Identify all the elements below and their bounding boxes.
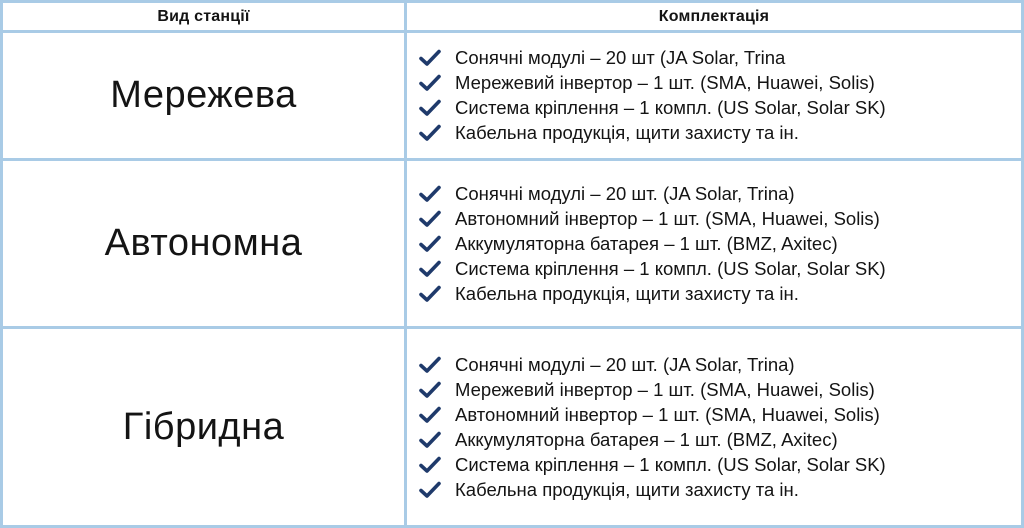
- check-icon: [419, 381, 441, 399]
- list-item: Аккумуляторна батарея – 1 шт. (BMZ, Axit…: [407, 427, 1021, 452]
- list-item: Автономний інвертор – 1 шт. (SMA, Huawei…: [407, 402, 1021, 427]
- check-icon: [419, 356, 441, 374]
- header-components: Комплектація: [658, 7, 770, 25]
- list-item-text: Сонячні модулі – 20 шт (JA Solar, Trina: [455, 47, 786, 68]
- list-item: Кабельна продукція, щити захисту та ін.: [407, 281, 1021, 306]
- list-item: Система кріплення – 1 компл. (US Solar, …: [407, 452, 1021, 477]
- list-item: Мережевий інвертор – 1 шт. (SMA, Huawei,…: [407, 71, 1021, 96]
- components-list-grid: Сонячні модулі – 20 шт (JA Solar, Trina …: [407, 33, 1021, 158]
- check-icon: [419, 185, 441, 203]
- list-item-text: Сонячні модулі – 20 шт. (JA Solar, Trina…: [455, 182, 795, 204]
- list-item-text: Сонячні модулі – 20 шт. (JA Solar, Trina…: [455, 353, 795, 375]
- list-item: Автономний інвертор – 1 шт. (SMA, Huawei…: [407, 206, 1021, 231]
- check-icon: [419, 456, 441, 474]
- check-icon: [419, 99, 441, 117]
- list-item-text: Мережевий інвертор – 1 шт. (SMA, Huawei,…: [455, 72, 875, 93]
- list-item: Кабельна продукція, щити захисту та ін.: [407, 477, 1021, 502]
- station-type-grid: Мережева: [110, 74, 297, 116]
- list-item: Кабельна продукція, щити захисту та ін.: [407, 121, 1021, 146]
- components-list-hybrid: Сонячні модулі – 20 шт. (JA Solar, Trina…: [407, 329, 1021, 525]
- list-item-text: Автономний інвертор – 1 шт. (SMA, Huawei…: [455, 207, 880, 229]
- row-divider-2: [0, 326, 1024, 329]
- table-border-bottom: [0, 525, 1024, 528]
- list-item: Система кріплення – 1 компл. (US Solar, …: [407, 256, 1021, 281]
- list-item-text: Система кріплення – 1 компл. (US Solar, …: [455, 97, 886, 118]
- list-item-text: Система кріплення – 1 компл. (US Solar, …: [455, 257, 886, 279]
- list-item: Мережевий інвертор – 1 шт. (SMA, Huawei,…: [407, 377, 1021, 402]
- list-item: Сонячні модулі – 20 шт (JA Solar, Trina: [407, 46, 1021, 71]
- check-icon: [419, 406, 441, 424]
- table-border-left: [0, 0, 3, 528]
- check-icon: [419, 431, 441, 449]
- list-item: Аккумуляторна батарея – 1 шт. (BMZ, Axit…: [407, 231, 1021, 256]
- list-item-text: Кабельна продукція, щити захисту та ін.: [455, 478, 799, 500]
- check-icon: [419, 235, 441, 253]
- check-icon: [419, 481, 441, 499]
- check-icon: [419, 49, 441, 67]
- list-item-text: Кабельна продукція, щити захисту та ін.: [455, 122, 799, 143]
- station-type-hybrid: Гібридна: [122, 405, 285, 448]
- list-item: Сонячні модулі – 20 шт. (JA Solar, Trina…: [407, 181, 1021, 206]
- list-item-text: Аккумуляторна батарея – 1 шт. (BMZ, Axit…: [455, 428, 838, 450]
- header-divider: [0, 30, 1024, 33]
- list-item: Сонячні модулі – 20 шт. (JA Solar, Trina…: [407, 352, 1021, 377]
- check-icon: [419, 285, 441, 303]
- header-station-type: Вид станції: [157, 7, 250, 25]
- column-divider: [404, 0, 407, 528]
- table-border-right: [1021, 0, 1024, 528]
- list-item-text: Система кріплення – 1 компл. (US Solar, …: [455, 453, 886, 475]
- list-item: Система кріплення – 1 компл. (US Solar, …: [407, 96, 1021, 121]
- list-item-text: Аккумуляторна батарея – 1 шт. (BMZ, Axit…: [455, 232, 838, 254]
- station-type-autonomous: Автономна: [104, 222, 303, 264]
- check-icon: [419, 74, 441, 92]
- table-border-top: [0, 0, 1024, 3]
- check-icon: [419, 124, 441, 142]
- check-icon: [419, 210, 441, 228]
- row-divider-1: [0, 158, 1024, 161]
- list-item-text: Мережевий інвертор – 1 шт. (SMA, Huawei,…: [455, 378, 875, 400]
- list-item-text: Автономний інвертор – 1 шт. (SMA, Huawei…: [455, 403, 880, 425]
- components-list-autonomous: Сонячні модулі – 20 шт. (JA Solar, Trina…: [407, 161, 1021, 326]
- check-icon: [419, 260, 441, 278]
- list-item-text: Кабельна продукція, щити захисту та ін.: [455, 282, 799, 304]
